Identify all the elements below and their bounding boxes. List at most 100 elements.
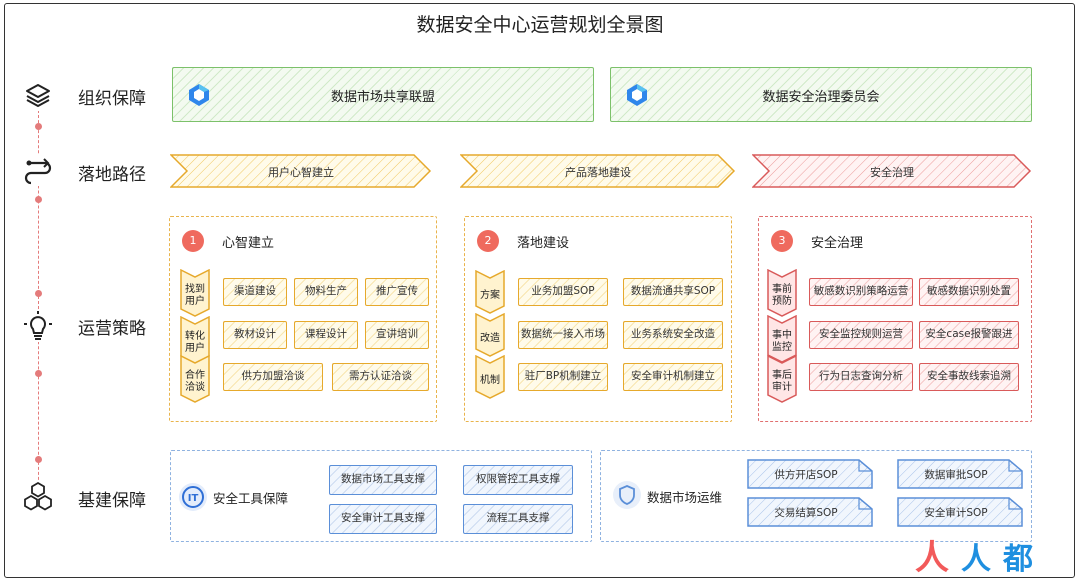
brand-logo-icon — [186, 82, 212, 108]
panel-title: 安全治理 — [811, 236, 864, 251]
strategy-item: 安全事故线索追溯 — [919, 363, 1019, 391]
chevron-tag-line: 监控 — [772, 342, 792, 353]
strategy-item: 推广宣传 — [365, 278, 429, 306]
chevron-tag: 方案 — [475, 270, 505, 314]
chevron-tag-line: 转化 — [185, 331, 205, 342]
chevron-tag-line: 用户 — [185, 343, 205, 354]
chevron-tag: 找到用户 — [180, 269, 210, 317]
chevron-tag: 事后审计 — [767, 355, 797, 403]
rail-dot — [35, 123, 42, 130]
rail-dot — [35, 196, 42, 203]
infra-tools-title: 安全工具保障 — [213, 491, 289, 506]
diagram-frame — [4, 3, 1075, 578]
strategy-item: 业务系统安全改造 — [623, 321, 723, 349]
chevron-tag-line: 用户 — [185, 296, 205, 307]
tool-item: 流程工具支撑 — [463, 504, 573, 534]
rail-dot — [35, 290, 42, 297]
strategy-item: 安全case报警跟进 — [919, 321, 1019, 349]
path-label-3: 安全治理 — [870, 166, 914, 179]
lightbulb-icon — [22, 310, 54, 342]
cubes-icon — [22, 480, 54, 512]
strategy-item: 安全监控规则运营 — [809, 321, 913, 349]
chevron-tag-line: 审计 — [772, 382, 792, 393]
strategy-item: 行为日志查询分析 — [809, 363, 913, 391]
row-label-path: 落地路径 — [78, 165, 146, 185]
strategy-item: 渠道建设 — [223, 278, 287, 306]
brand-logo-icon — [624, 82, 650, 108]
panel-title: 心智建立 — [222, 236, 275, 251]
chevron-tag-label: 改造 — [480, 333, 500, 344]
svg-text:人: 人 — [961, 542, 992, 576]
strategy-panel-3: 3 安全治理 事前预防 敏感数识别策略运营 敏感数据识别处置 事中监控 安全监控… — [758, 216, 1032, 422]
strategy-item: 供方加盟洽谈 — [223, 363, 323, 391]
it-icon: IT — [179, 483, 207, 511]
chevron-tag-line: 事前 — [772, 284, 792, 295]
rail-dot — [35, 456, 42, 463]
sop-doc: 供方开店SOP — [747, 459, 873, 489]
diagram-title: 数据安全中心运营规划全景图 — [416, 14, 664, 36]
path-arrow-3: 安全治理 — [752, 154, 1032, 188]
strategy-item: 数据统一接入市场 — [518, 321, 608, 349]
org-committee-label: 数据安全治理委员会 — [762, 90, 880, 105]
strategy-item: 敏感数识别策略运营 — [809, 278, 913, 306]
strategy-item: 安全审计机制建立 — [623, 363, 723, 391]
sop-doc: 交易结算SOP — [747, 497, 873, 527]
chevron-tag-line: 找到 — [185, 284, 205, 295]
path-label-2: 产品落地建设 — [565, 166, 631, 179]
row-label-infra: 基建保障 — [78, 491, 146, 511]
sop-doc-label: 交易结算SOP — [774, 507, 838, 519]
strategy-item: 物料生产 — [294, 278, 358, 306]
strategy-item: 宣讲培训 — [365, 321, 429, 349]
chevron-tag-label: 机制 — [480, 375, 500, 386]
chevron-tag-line: 事后 — [772, 370, 792, 381]
chevron-tag-label: 方案 — [480, 290, 500, 301]
rail-dot — [35, 370, 42, 377]
strategy-item: 教材设计 — [223, 321, 287, 349]
org-committee-box: 数据安全治理委员会 — [610, 67, 1032, 122]
svg-text:IT: IT — [188, 493, 199, 504]
path-arrow-2: 产品落地建设 — [460, 154, 736, 188]
strategy-item: 课程设计 — [294, 321, 358, 349]
strategy-item: 敏感数据识别处置 — [919, 278, 1019, 306]
strategy-item: 需方认证洽谈 — [332, 363, 429, 391]
org-alliance-label: 数据市场共享联盟 — [330, 90, 435, 105]
tool-item: 安全审计工具支撑 — [329, 504, 437, 534]
tool-item: 权限管控工具支撑 — [463, 465, 573, 495]
row-label-org: 组织保障 — [78, 89, 146, 109]
strategy-panel-1: 1 心智建立 找到用户 渠道建设 物料生产 推广宣传 转化用户 教材设计 课程设… — [169, 216, 437, 422]
strategy-item: 数据流通共享SOP — [623, 278, 723, 306]
chevron-tag-line: 洽谈 — [185, 382, 205, 393]
chevron-tag: 事前预防 — [767, 269, 797, 317]
strategy-item: 业务加盟SOP — [518, 278, 608, 306]
svg-text:人: 人 — [915, 538, 950, 576]
chevron-tag: 事中监控 — [767, 315, 797, 363]
sop-doc-label: 安全审计SOP — [924, 507, 988, 519]
chevron-tag-line: 预防 — [772, 296, 792, 307]
chevron-tag: 合作洽谈 — [180, 355, 210, 403]
infra-tools-box: IT 安全工具保障 数据市场工具支撑 权限管控工具支撑 安全审计工具支撑 流程工… — [170, 450, 592, 542]
step-number-badge: 3 — [771, 230, 793, 252]
step-number-badge: 2 — [477, 230, 499, 252]
shield-icon — [613, 481, 641, 509]
sop-doc: 安全审计SOP — [897, 497, 1023, 527]
chevron-tag-line: 合作 — [185, 370, 205, 381]
chevron-tag-line: 事中 — [772, 330, 792, 341]
left-rail-line — [38, 105, 39, 495]
infra-ops-box: 数据市场运维 供方开店SOP 数据审批SOP 交易结算SOP 安全审计SOP — [600, 450, 1032, 542]
row-label-strategy: 运营策略 — [78, 319, 146, 339]
step-number-badge: 1 — [182, 230, 204, 252]
watermark-logo: 人 人 都 — [915, 536, 1065, 582]
chevron-tag: 机制 — [475, 355, 505, 399]
org-alliance-box: 数据市场共享联盟 — [172, 67, 594, 122]
path-arrow-1: 用户心智建立 — [170, 154, 432, 188]
sop-doc-label: 供方开店SOP — [774, 469, 838, 481]
tool-item: 数据市场工具支撑 — [329, 465, 437, 495]
chevron-tag: 改造 — [475, 313, 505, 357]
sop-doc: 数据审批SOP — [897, 459, 1023, 489]
strategy-item: 驻厂BP机制建立 — [518, 363, 608, 391]
infra-ops-title: 数据市场运维 — [647, 490, 723, 505]
svg-text:都: 都 — [1002, 542, 1034, 576]
strategy-panel-2: 2 落地建设 方案 业务加盟SOP 数据流通共享SOP 改造 数据统一接入市场 … — [464, 216, 732, 422]
layers-icon — [22, 79, 54, 111]
path-label-1: 用户心智建立 — [268, 166, 334, 179]
